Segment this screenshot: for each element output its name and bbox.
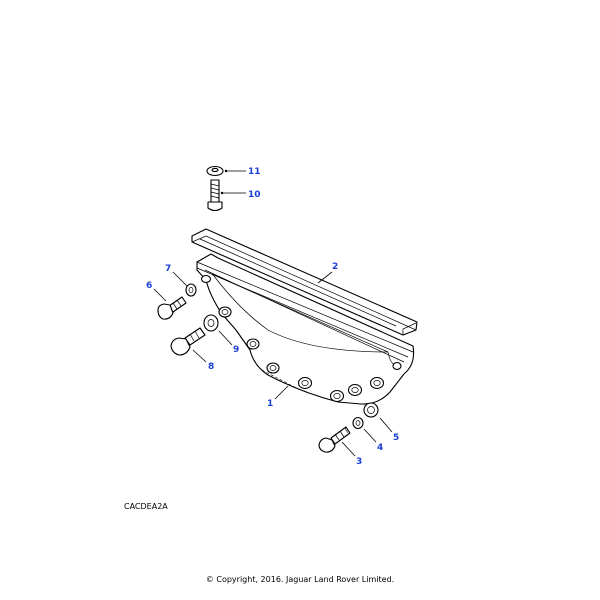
part-9-washer — [203, 314, 219, 332]
callout-5: 5 — [393, 433, 399, 443]
callout-8: 8 — [208, 362, 214, 372]
callout-9: 9 — [233, 345, 239, 355]
part-5-spacer — [363, 402, 379, 418]
part-1-cover-housing — [196, 253, 415, 405]
part-8-bolt — [170, 327, 206, 356]
part-3-bolt — [318, 426, 351, 453]
part-4-washer — [352, 416, 364, 430]
callout-7: 7 — [165, 264, 171, 274]
part-11-washer — [206, 165, 224, 177]
callout-6: 6 — [146, 281, 152, 291]
callout-10: 10 — [248, 190, 261, 200]
callout-1: 1 — [267, 399, 273, 409]
leader-lines — [153, 169, 393, 457]
part-7-washer — [185, 283, 197, 297]
part-6-bolt — [157, 296, 187, 320]
callout-3: 3 — [356, 457, 362, 467]
callout-labels: 11 10 2 7 6 9 8 1 5 4 3 — [146, 167, 399, 467]
copyright-notice: © Copyright, 2016. Jaguar Land Rover Lim… — [205, 575, 395, 584]
part-10-bolt — [207, 179, 223, 212]
callout-4: 4 — [377, 443, 383, 453]
callout-2: 2 — [332, 262, 338, 272]
reference-code: CACDEA2A — [124, 502, 168, 511]
callout-11: 11 — [248, 167, 261, 177]
part-2-strip — [191, 228, 418, 336]
